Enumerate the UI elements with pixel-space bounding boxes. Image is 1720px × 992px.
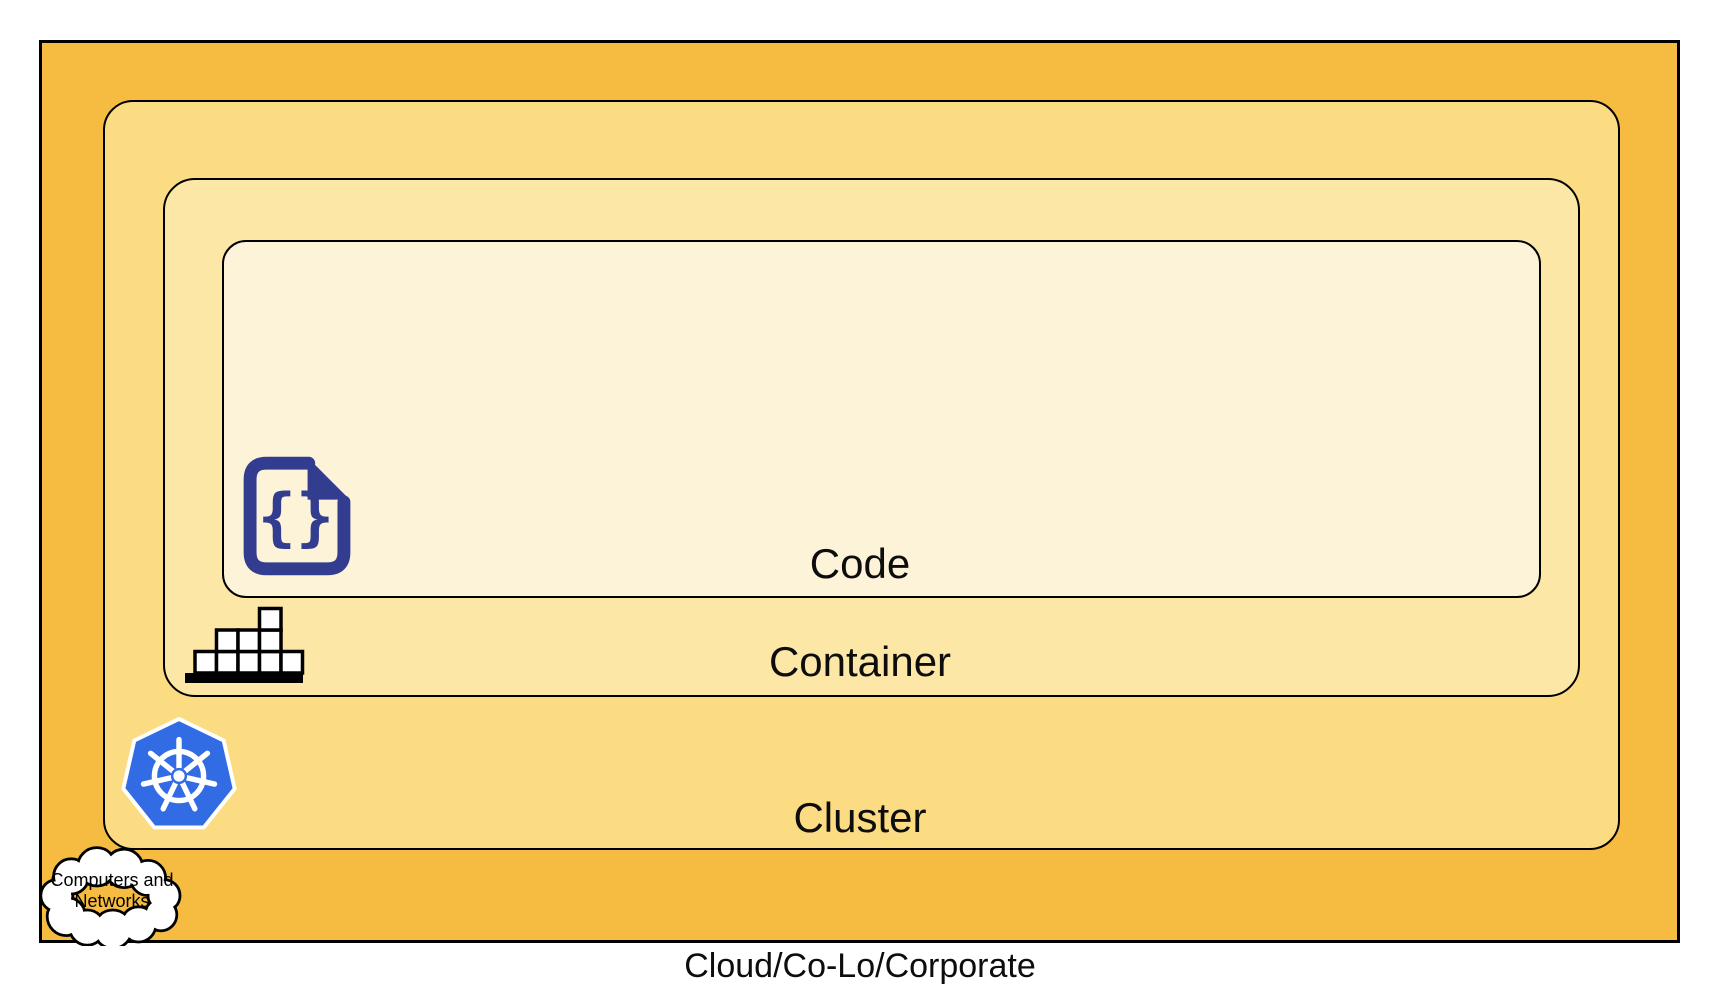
code-file-outline [243, 456, 351, 576]
datacenter-label-line1: Cloud/Co-Lo/Corporate [684, 947, 1036, 985]
container-blocks [193, 606, 305, 675]
container-blocks-icon [185, 606, 305, 683]
container-base-bar [185, 673, 303, 683]
cluster-label: Cluster [793, 794, 927, 841]
code-layer [222, 240, 1541, 598]
datacenter-label: Cloud/Co-Lo/Corporate Datacenter [0, 866, 1720, 992]
cloud-callout-line1: Computers and [50, 870, 174, 890]
code-label: Code [809, 540, 911, 587]
cloud-callout-line2: Networks [74, 891, 150, 911]
cloud-fill [42, 849, 179, 946]
container-label: Container [768, 638, 952, 685]
kubernetes-hub [170, 767, 188, 785]
code-braces-glyph: {} [258, 479, 334, 553]
cloud-callout-label: Computers and Networks [44, 870, 180, 912]
code-file-icon: {} [243, 456, 351, 576]
kubernetes-helm-wheel [140, 736, 218, 812]
cloud-icon [39, 846, 182, 946]
kubernetes-icon [121, 716, 237, 830]
